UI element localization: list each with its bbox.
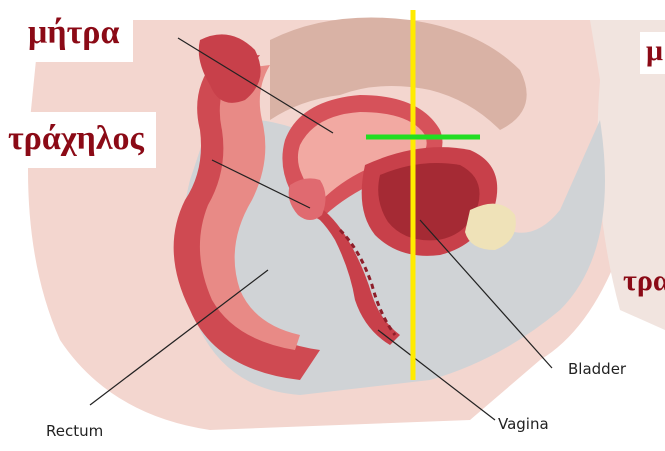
uterus-label-partial: μ [640,32,665,74]
bladder-label: Bladder [568,360,626,378]
cervix-label-partial: τρα [615,262,665,304]
vagina-label: Vagina [498,415,549,433]
rectum-label: Rectum [46,422,103,440]
uterus-label: μήτρα [14,8,133,62]
cervix-label: τράχηλος [0,112,156,168]
